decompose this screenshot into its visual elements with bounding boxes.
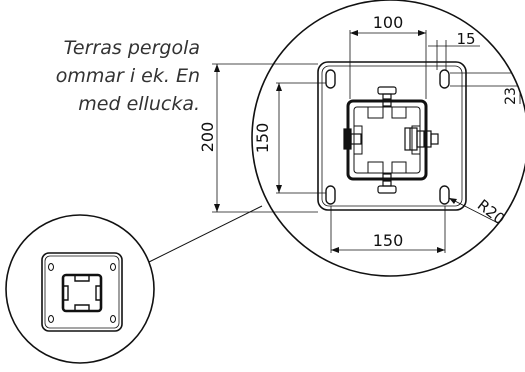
- bolt-hole-tl: [325, 69, 336, 89]
- dim-top-width: 100: [373, 13, 404, 32]
- bolt-left: [343, 128, 362, 150]
- base-plate: [317, 61, 467, 211]
- caption-line-3: med ellucka.: [78, 93, 200, 115]
- detail-leader: [148, 205, 263, 263]
- dimension-arrows: [214, 30, 457, 253]
- dim-radius: R20: [474, 196, 508, 228]
- dim-side-offset: 23: [503, 87, 519, 105]
- dim-height-inner: 150: [253, 123, 272, 154]
- overview-circle: [5, 214, 155, 364]
- bolt-bottom: [377, 173, 397, 194]
- bolt-hole-tr: [439, 69, 450, 89]
- dim-bottom-width: 150: [373, 231, 404, 250]
- overview-base-plate: [41, 252, 123, 332]
- bolt-hole-bl: [325, 185, 336, 205]
- caption-text: Terras pergola ommar i ek. En med elluck…: [0, 34, 200, 118]
- dim-height-outer: 200: [198, 122, 217, 153]
- detail-circle: [251, 0, 525, 277]
- caption-line-2: ommar i ek. En: [55, 65, 200, 87]
- bolt-hole-br: [439, 185, 450, 205]
- dimension-200: [212, 63, 318, 213]
- bolt-top: [377, 86, 397, 107]
- dim-top-offset: 15: [456, 30, 475, 48]
- caption-line-1: Terras pergola: [63, 37, 200, 59]
- post-bracket: [346, 99, 428, 181]
- bolt-right: [404, 127, 439, 151]
